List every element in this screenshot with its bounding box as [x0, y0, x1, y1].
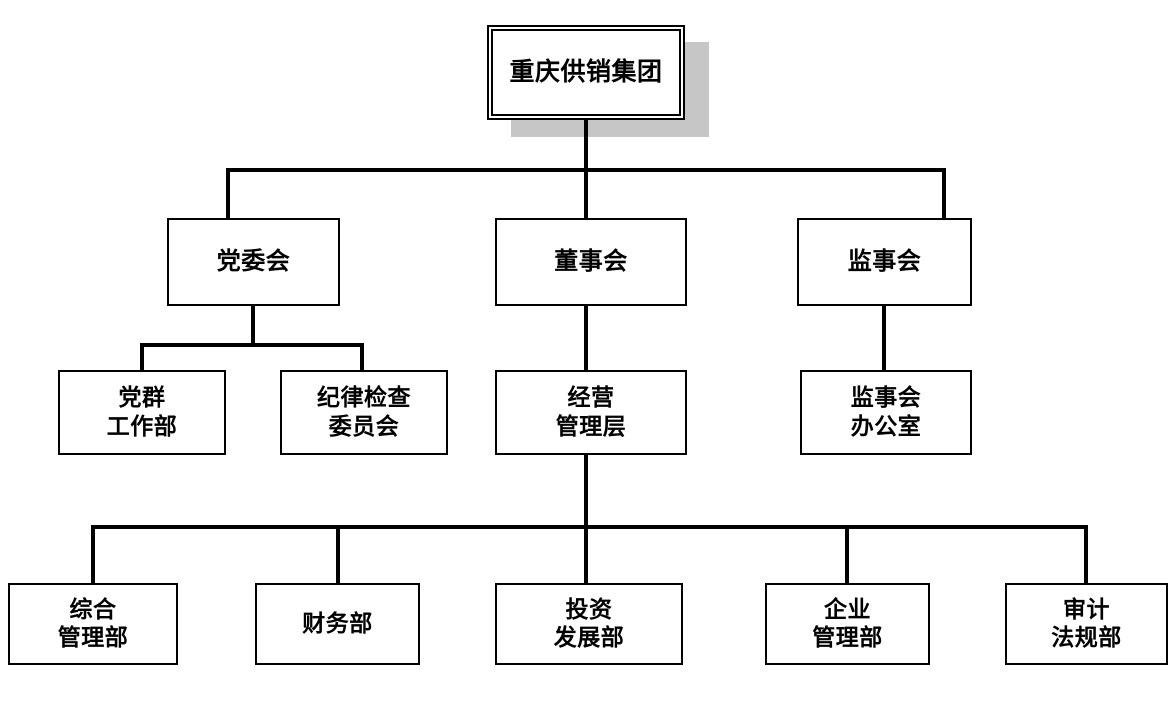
node-board-of-directors[interactable]: 董事会	[495, 218, 687, 306]
connector-level1-drop-right	[942, 168, 946, 220]
node-audit-regulation-dept-label: 审计 法规部	[1051, 596, 1122, 651]
connector-management-stem	[584, 455, 588, 529]
node-general-admin-dept[interactable]: 综合 管理部	[8, 583, 178, 665]
node-enterprise-management-dept-label: 企业 管理部	[812, 596, 883, 651]
node-finance-dept-label: 财务部	[302, 610, 373, 637]
connector-party-committee-bus	[140, 343, 364, 347]
node-supervisors-office[interactable]: 监事会 办公室	[800, 370, 972, 455]
node-board-of-directors-label: 董事会	[554, 247, 628, 276]
node-enterprise-management-dept[interactable]: 企业 管理部	[765, 583, 930, 665]
node-party-committee-label: 党委会	[216, 247, 291, 276]
node-management-layer-label: 经营 管理层	[555, 385, 627, 440]
connector-party-committee-drop-right	[360, 343, 364, 373]
node-root-label: 重庆供销集团	[509, 57, 663, 87]
node-party-mass-work-dept-label: 党群 工作部	[106, 385, 178, 440]
connector-departments-bus	[91, 525, 1088, 529]
connector-level1-drop-left	[226, 168, 230, 220]
connector-board-to-management	[584, 306, 588, 373]
node-discipline-inspection-committee-label: 纪律检查 委员会	[317, 385, 411, 440]
node-investment-development-dept[interactable]: 投资 发展部	[495, 583, 683, 665]
connector-party-committee-stem	[251, 306, 255, 347]
node-audit-regulation-dept[interactable]: 审计 法规部	[1005, 583, 1168, 665]
node-board-of-supervisors-label: 监事会	[847, 247, 922, 276]
connector-supervisors-to-office	[882, 306, 886, 373]
connector-department-drop-2	[336, 525, 340, 585]
node-investment-development-dept-label: 投资 发展部	[553, 596, 625, 651]
connector-department-drop-4	[845, 525, 849, 585]
node-finance-dept[interactable]: 财务部	[255, 583, 420, 665]
node-party-mass-work-dept[interactable]: 党群 工作部	[58, 370, 226, 455]
node-party-committee[interactable]: 党委会	[167, 218, 340, 306]
connector-department-drop-1	[91, 525, 95, 585]
node-management-layer[interactable]: 经营 管理层	[495, 370, 687, 455]
connector-root-stem	[584, 120, 588, 172]
node-discipline-inspection-committee[interactable]: 纪律检查 委员会	[280, 370, 448, 455]
connector-department-drop-3	[584, 525, 588, 585]
connector-level1-drop-center	[584, 168, 588, 220]
node-general-admin-dept-label: 综合 管理部	[57, 596, 129, 651]
connector-department-drop-5	[1084, 525, 1088, 585]
node-board-of-supervisors[interactable]: 监事会	[797, 218, 972, 306]
connector-party-committee-drop-left	[140, 343, 144, 373]
node-supervisors-office-label: 监事会 办公室	[850, 385, 922, 440]
node-root[interactable]: 重庆供销集团	[487, 25, 685, 120]
